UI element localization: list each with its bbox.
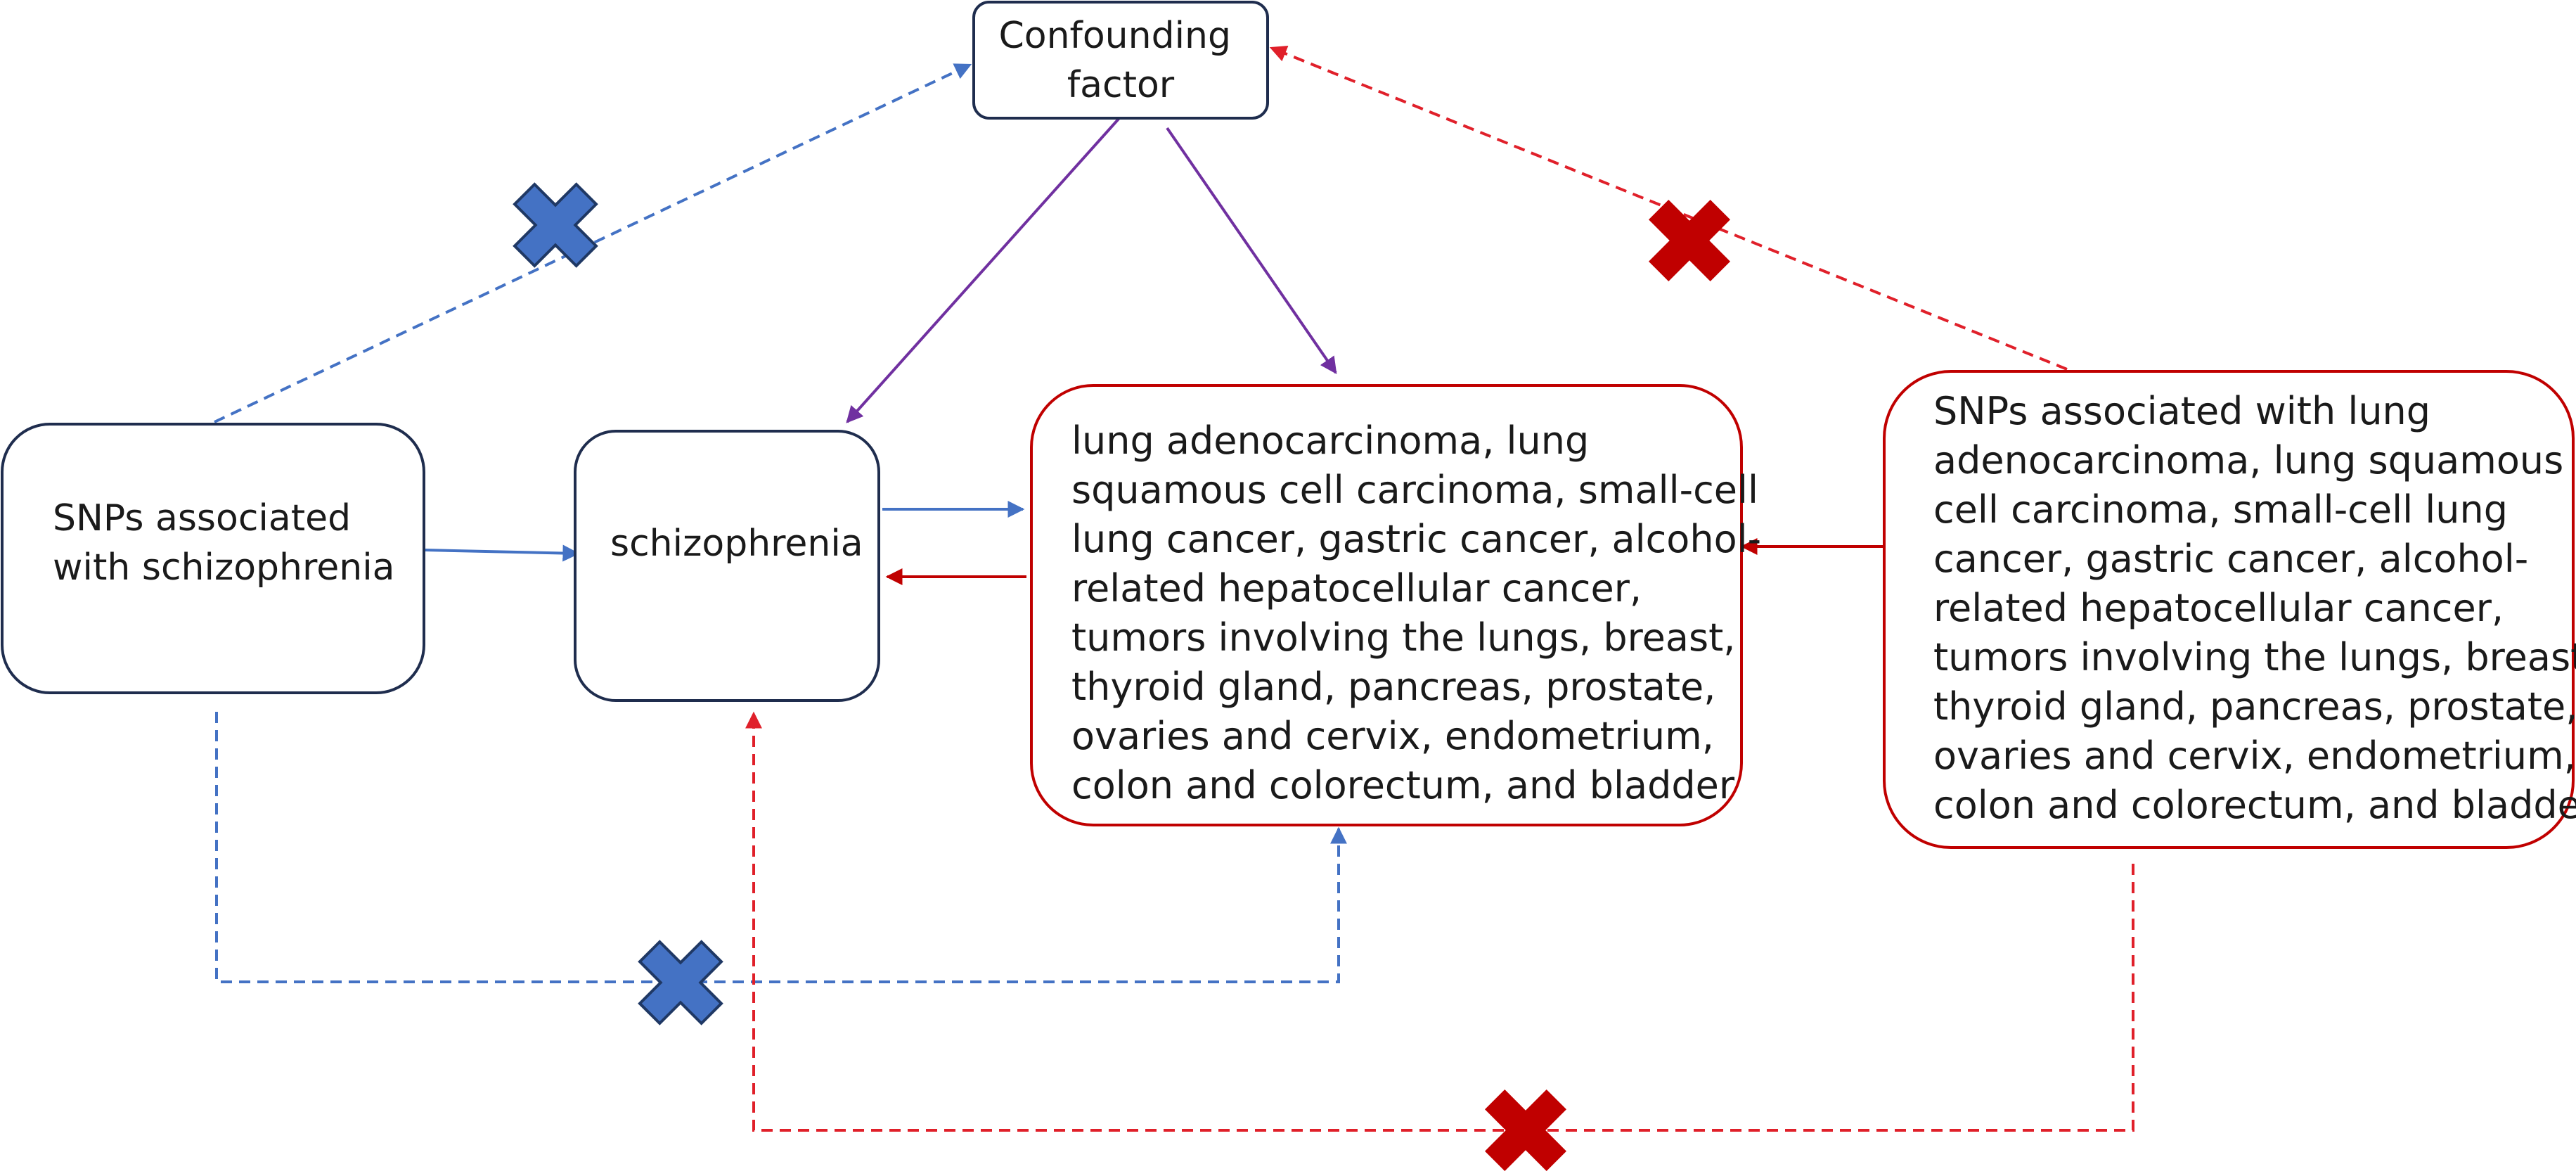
node-label-line: SNPs associated with lung [1933, 389, 2430, 433]
node-schizophrenia: schizophrenia [574, 430, 880, 702]
node-label-line: factor [1067, 64, 1175, 106]
node-label-line: SNPs associated [53, 497, 351, 539]
edge-snp-cancers-to-schizophrenia-bottom [745, 711, 2134, 1132]
node-label-line: lung cancer, gastric cancer, alcohol- [1071, 517, 1761, 561]
node-label-line: squamous cell carcinoma, small-cell [1071, 468, 1758, 512]
svg-text:Confounding factor: Confounding factor [998, 15, 1242, 106]
edge-snp-schizophrenia-to-cancers-bottom [215, 712, 1347, 983]
node-label-line: cell carcinoma, small-cell lung [1933, 487, 2508, 532]
node-label-line: ovaries and cervix, endometrium, [1071, 714, 1714, 758]
node-label-line: tumors involving the lungs, breast, [1071, 615, 1735, 660]
node-label-line: schizophrenia [610, 523, 863, 565]
node-label-line: tumors involving the lungs, breast, [1933, 635, 2576, 679]
node-label-line: cancer, gastric cancer, alcohol- [1933, 537, 2528, 581]
svg-text:schizophrenia: schizophrenia [610, 523, 863, 565]
edge-confounder-to-schizophrenia [846, 117, 1121, 423]
node-label-line: thyroid gland, pancreas, prostate, [1933, 684, 2576, 729]
svg-text:SNPs associated with sch: SNPs associated with schizophrenia [53, 497, 395, 589]
blocked-cross-icon [1485, 1089, 1566, 1171]
svg-text:lung adenocarcinoma, lung: lung adenocarcinoma, lung squamous cell … [1071, 418, 1773, 807]
node-snps-cancers: SNPs associated with lung adenocarcinoma… [1883, 370, 2576, 849]
node-label-line: colon and colorectum, and bladder [1071, 763, 1735, 807]
node-confounding-factor: Confounding factor [972, 1, 1269, 120]
blocked-cross-icon [1649, 200, 1730, 281]
edge-confounder-to-cancers [1166, 127, 1337, 374]
node-snps-schizophrenia: SNPs associated with schizophrenia [1, 423, 425, 694]
node-label-line: related hepatocellular cancer, [1933, 586, 2504, 630]
svg-text:SNPs associated with lung: SNPs associated with lung adenocarcinoma… [1933, 389, 2576, 827]
edge-snp-schizophrenia-to-confounder [214, 63, 972, 423]
node-label-line: related hepatocellular cancer, [1071, 566, 1642, 611]
blocked-cross-icon [513, 182, 598, 268]
node-label-line: lung adenocarcinoma, lung [1071, 418, 1589, 463]
node-label-line: ovaries and cervix, endometrium, [1933, 734, 2576, 778]
blocked-cross-icon [638, 940, 723, 1025]
node-label-line: thyroid gland, pancreas, prostate, [1071, 665, 1715, 709]
node-label-line: colon and colorectum, and bladder [1933, 783, 2576, 827]
node-label-line: with schizophrenia [53, 547, 395, 589]
edge-snp-schizophrenia-to-schizophrenia [425, 544, 580, 562]
node-cancers: lung adenocarcinoma, lung squamous cell … [1030, 384, 1773, 826]
node-label-line: Confounding [998, 15, 1231, 57]
node-label-line: adenocarcinoma, lung squamous [1933, 438, 2563, 482]
